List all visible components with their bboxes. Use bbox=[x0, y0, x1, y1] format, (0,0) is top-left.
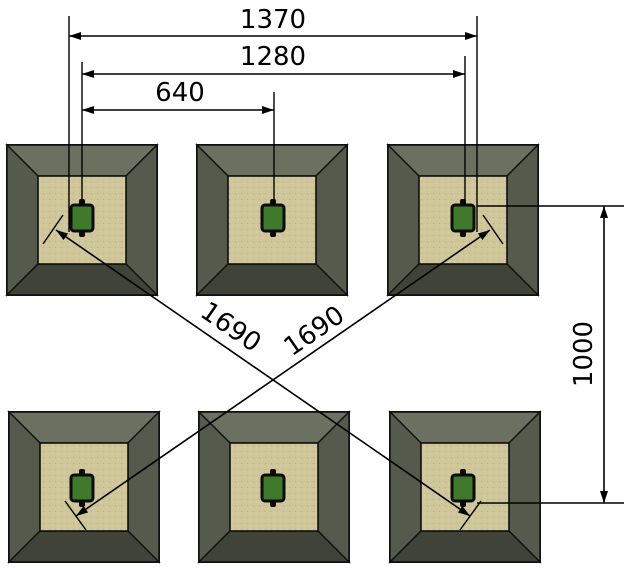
dim-label-diagonal-right: 1690 bbox=[279, 300, 351, 362]
block-bottom-left bbox=[7, 410, 161, 564]
dim-label-diagonal-left: 1690 bbox=[195, 296, 267, 358]
block-top-right bbox=[386, 143, 540, 297]
dim-label-640: 640 bbox=[155, 78, 205, 108]
block-bottom-middle bbox=[197, 410, 351, 564]
dim-label-1280: 1280 bbox=[240, 42, 306, 72]
anchor-component bbox=[450, 199, 476, 237]
dim-label-1370: 1370 bbox=[240, 5, 306, 35]
dimension-lines bbox=[42, 16, 624, 531]
anchor-component bbox=[69, 469, 95, 507]
anchor-component bbox=[450, 469, 476, 507]
foundation-blocks bbox=[5, 143, 542, 564]
block-bottom-right bbox=[388, 410, 542, 564]
dim-label-1000: 1000 bbox=[569, 321, 599, 387]
anchor-component bbox=[260, 199, 286, 237]
dimension-line-diagonal-right bbox=[75, 229, 491, 517]
block-top-middle bbox=[195, 143, 349, 297]
anchor-component bbox=[260, 469, 286, 507]
